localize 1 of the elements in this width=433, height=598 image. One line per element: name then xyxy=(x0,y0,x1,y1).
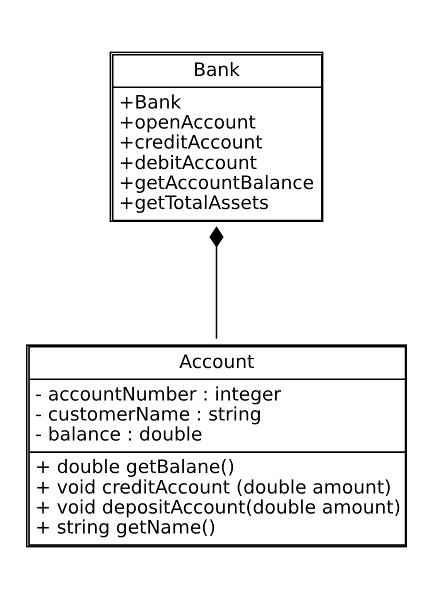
connector xyxy=(209,226,224,338)
